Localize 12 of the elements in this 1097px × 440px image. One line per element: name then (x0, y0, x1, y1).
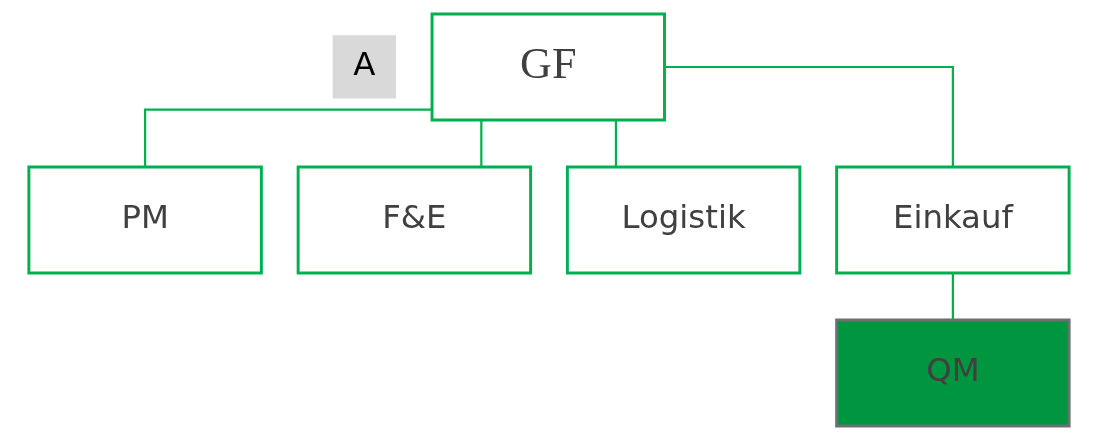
connector (664, 65, 954, 167)
connector (951, 273, 954, 320)
connector (143, 108, 432, 167)
node-box: F&E (296, 165, 532, 275)
node-box: PM (26, 165, 263, 275)
connector (479, 120, 482, 167)
node-box: GF (430, 12, 666, 122)
connector (614, 120, 617, 167)
node-box: QM (834, 318, 1071, 428)
label: A (352, 45, 375, 84)
node-box: Einkauf (834, 165, 1071, 275)
node-box: Logistik (565, 165, 801, 275)
